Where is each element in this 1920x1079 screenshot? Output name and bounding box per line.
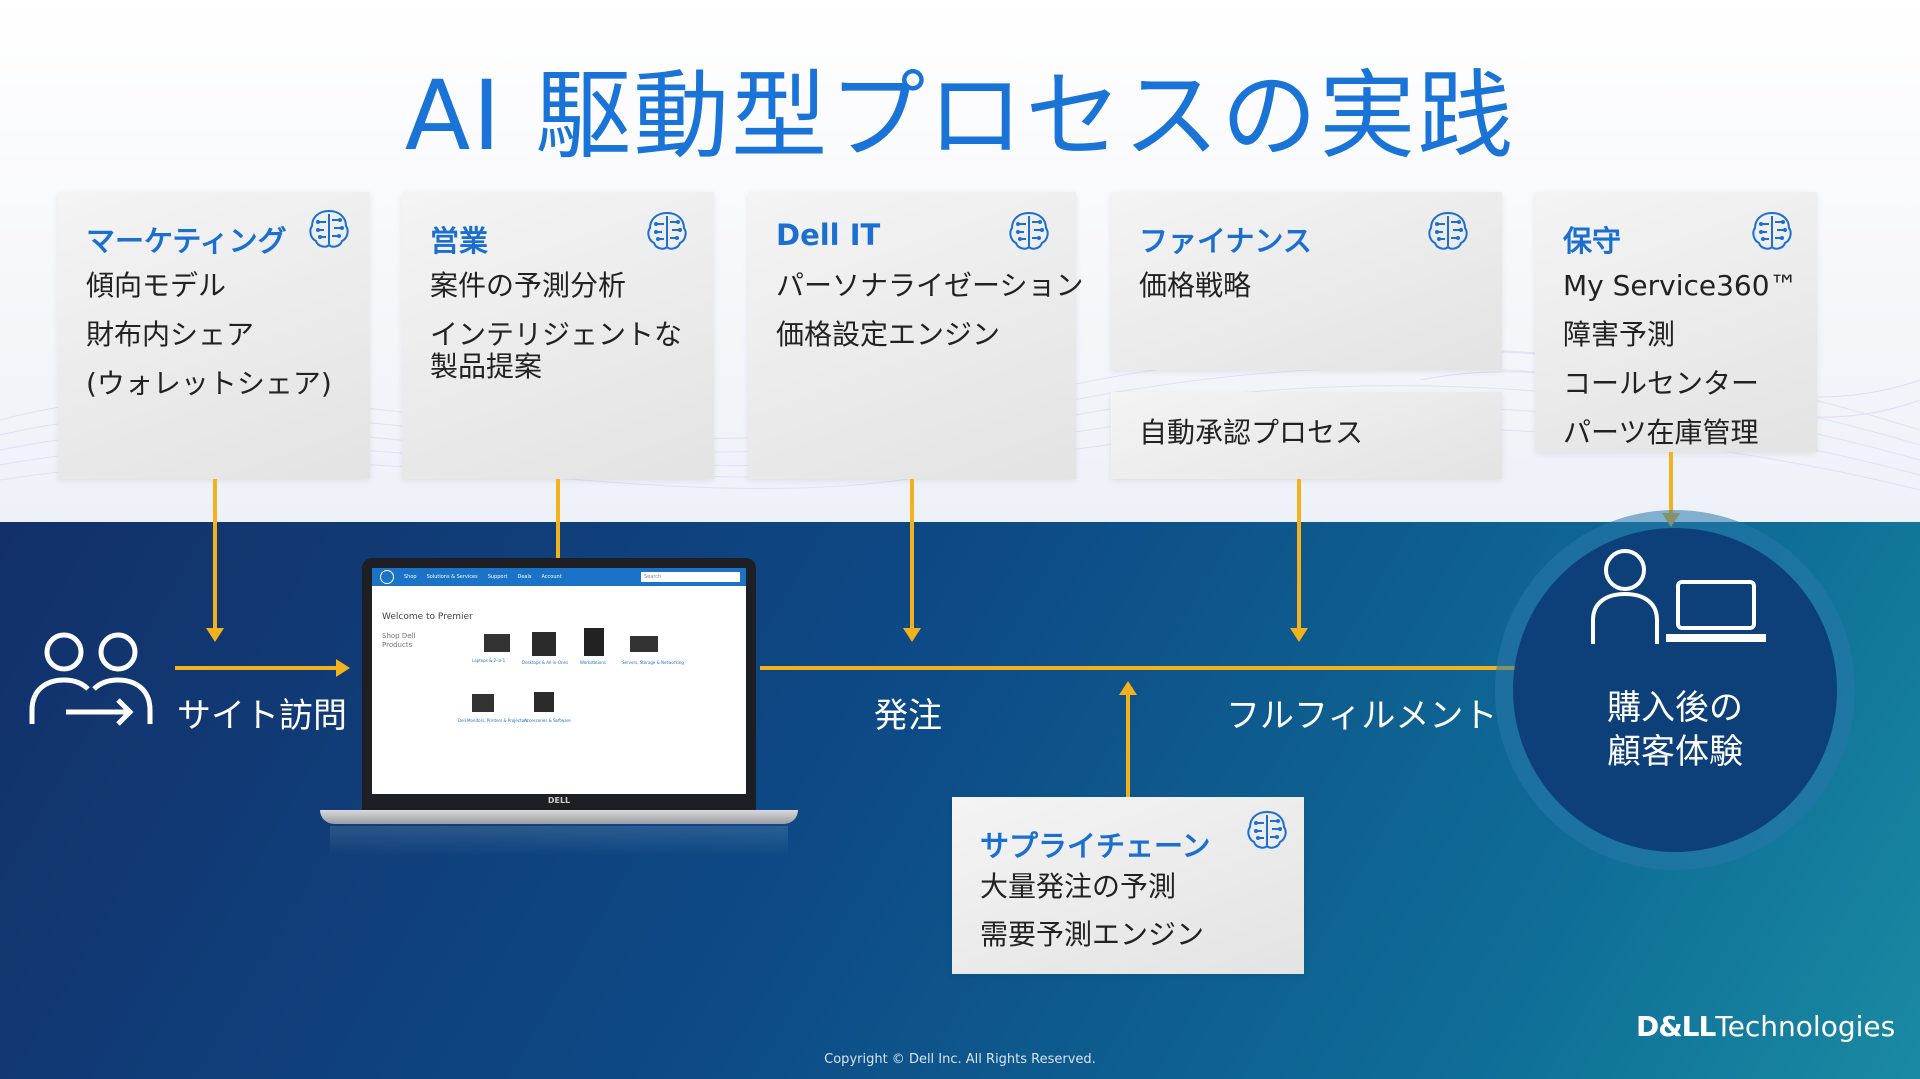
marketing-line-1: 傾向モデル [86, 269, 227, 302]
arrow-main-flow [760, 666, 1555, 670]
dell-wordmark: D&LL [1636, 1010, 1716, 1043]
post-purchase-line-2: 顧客体験 [1607, 732, 1743, 772]
dell-it-card: Dell IT パーソナライゼーション 価格設定エンジン [748, 192, 1083, 479]
supply-chain-card: サプライチェーン 大量発注の予測 需要予測エンジン [952, 797, 1304, 974]
product-label: Accessories & Software [524, 718, 571, 723]
arrowhead-marketing [206, 628, 224, 642]
users-arrow-icon [29, 632, 153, 726]
brain-circuit-icon [1428, 211, 1468, 250]
product-label: Dell Monitors, Printers & Projectors [458, 718, 528, 723]
brain-circuit-icon [309, 209, 349, 248]
maintenance-line-3: コールセンター [1563, 367, 1760, 400]
marketing-heading: マーケティング [86, 224, 287, 258]
finance-line-1: 価格戦略 [1139, 269, 1252, 302]
product-thumb[interactable] [584, 628, 604, 656]
page-title: AI 駆動型プロセスの実践 [404, 60, 1516, 172]
sales-line-3: 製品提案 [430, 350, 543, 383]
marketing-line-2: 財布内シェア [86, 318, 255, 351]
nav-shop[interactable]: Shop [404, 574, 417, 580]
maintenance-line-1: My Service360™ [1563, 269, 1798, 302]
arrow-sales [556, 479, 560, 579]
sales-heading: 営業 [430, 224, 489, 258]
site-navbar: Shop Solutions & Services Support Deals … [372, 568, 746, 586]
arrow-maintenance [1669, 452, 1673, 514]
product-thumb[interactable] [630, 636, 658, 652]
finance-heading: ファイナンス [1139, 224, 1312, 258]
maintenance-line-4: パーツ在庫管理 [1563, 416, 1759, 449]
supply-chain-line-2: 需要予測エンジン [980, 918, 1205, 951]
dell-it-heading: Dell IT [776, 218, 881, 252]
shop-heading-1: Shop Dell [382, 632, 416, 640]
product-thumb[interactable] [472, 694, 494, 712]
post-purchase-line-1: 購入後の [1607, 688, 1743, 728]
arrowhead-dell-it [903, 628, 921, 642]
post-purchase-label: 購入後の 顧客体験 [1513, 686, 1837, 774]
nav-solutions[interactable]: Solutions & Services [426, 574, 478, 580]
technologies-wordmark: Technologies [1715, 1010, 1896, 1043]
brain-circuit-icon [1009, 211, 1049, 250]
dell-technologies-logo: D&LLTechnologies [1636, 1010, 1895, 1043]
marketing-card: マーケティング 傾向モデル 財布内シェア (ウォレットシェア) [58, 192, 370, 479]
brain-circuit-icon [1752, 211, 1792, 250]
nav-deals[interactable]: Deals [517, 574, 532, 580]
arrow-marketing [213, 479, 217, 629]
product-label: Workstations [580, 660, 606, 665]
arrowhead-supply-chain [1119, 681, 1137, 695]
arrow-auto-approval [1297, 479, 1301, 629]
finance-card: ファイナンス 価格戦略 [1111, 192, 1502, 370]
laptop-base [320, 810, 798, 824]
arrow-site-visit [175, 666, 337, 670]
brain-circuit-icon [1247, 810, 1287, 849]
site-search-input[interactable]: Search [641, 572, 740, 582]
sales-line-2: インテリジェントな [430, 318, 683, 351]
laptop-icon [1666, 580, 1766, 642]
dell-it-line-2: 価格設定エンジン [776, 318, 1001, 351]
fulfillment-label: フルフィルメント [1226, 696, 1498, 736]
dell-it-line-1: パーソナライゼーション [776, 269, 1084, 302]
arrow-supply-chain [1126, 694, 1130, 797]
nav-account[interactable]: Account [541, 574, 562, 580]
product-label: Servers, Storage & Networking [622, 660, 684, 665]
arrowhead-site-visit [336, 659, 350, 677]
supply-chain-line-1: 大量発注の予測 [980, 870, 1177, 903]
supply-chain-heading: サプライチェーン [980, 829, 1211, 863]
laptop-reflection [330, 826, 788, 856]
dell-logo-icon [380, 570, 394, 584]
product-thumb[interactable] [484, 634, 510, 652]
maintenance-line-2: 障害予測 [1563, 318, 1676, 351]
sales-card: 営業 案件の予測分析 インテリジェントな 製品提案 [402, 192, 714, 479]
shop-heading-2: Products [382, 641, 413, 649]
maintenance-card: 保守 My Service360™ 障害予測 コールセンター パーツ在庫管理 [1535, 192, 1817, 452]
laptop-brand: DELL [547, 796, 571, 805]
product-label: Desktops & All-in-Ones [522, 660, 569, 665]
welcome-heading: Welcome to Premier [382, 612, 473, 622]
person-icon [1591, 549, 1659, 644]
product-thumb[interactable] [532, 632, 556, 656]
maintenance-heading: 保守 [1563, 224, 1622, 258]
order-label: 発注 [874, 696, 942, 736]
auto-approval-card: 自動承認プロセス [1111, 392, 1502, 479]
nav-support[interactable]: Support [487, 574, 508, 580]
auto-approval-line: 自動承認プロセス [1139, 416, 1364, 449]
customer-circle [1513, 528, 1837, 852]
laptop-mockup: Shop Solutions & Services Support Deals … [320, 558, 798, 858]
sales-line-1: 案件の予測分析 [430, 269, 627, 302]
product-thumb[interactable] [534, 692, 554, 712]
copyright-text: Copyright © Dell Inc. All Rights Reserve… [824, 1052, 1096, 1067]
arrowhead-auto-approval [1290, 628, 1308, 642]
laptop-screen: Shop Solutions & Services Support Deals … [372, 568, 746, 794]
brain-circuit-icon [647, 211, 687, 250]
marketing-line-3: (ウォレットシェア) [86, 367, 332, 400]
product-label: Laptops & 2-in-1 [472, 658, 506, 663]
arrow-dell-it [910, 479, 914, 629]
site-visit-label: サイト訪問 [177, 696, 347, 736]
